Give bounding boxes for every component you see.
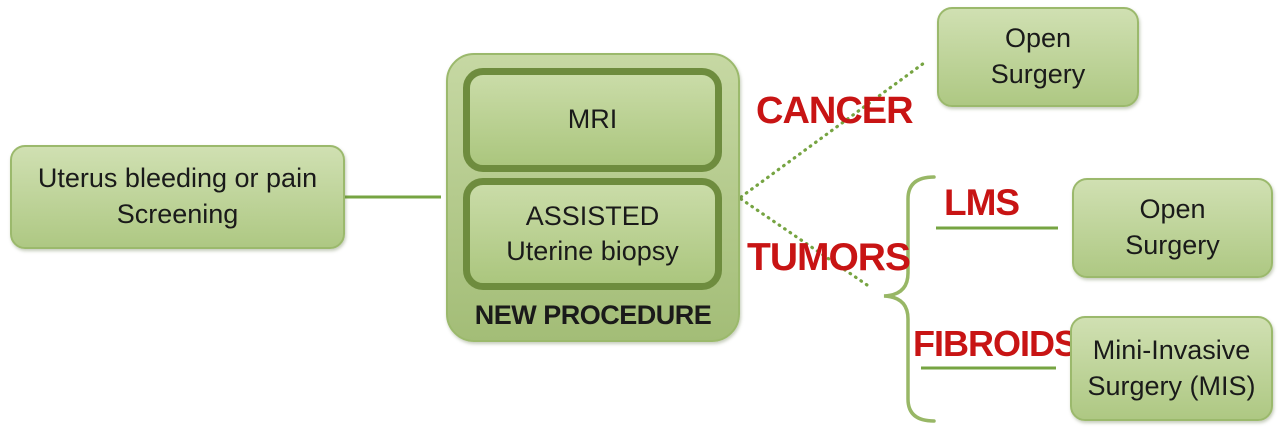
branch-label-lms: LMS: [944, 182, 1020, 223]
node-mini-invasive-surgery: Mini-Invasive Surgery (MIS): [1070, 316, 1273, 421]
node-assisted-uterine-biopsy: ASSISTED Uterine biopsy: [463, 178, 722, 290]
node-open-surgery-cancer: Open Surgery: [937, 7, 1139, 107]
branch-label-tumors: TUMORS: [747, 236, 911, 279]
node-open-surgery-lms: Open Surgery: [1072, 178, 1273, 278]
node-screening-line1: Uterus bleeding or pain: [37, 163, 318, 194]
node-open-surgery-lms-line2: Surgery: [1125, 230, 1220, 260]
node-screening: Uterus bleeding or pain Screening: [10, 145, 345, 249]
node-new-procedure-group: MRI ASSISTED Uterine biopsy NEW PROCEDUR…: [446, 53, 740, 342]
node-mri-label: MRI: [567, 104, 618, 135]
tumors-bracket: [883, 175, 936, 423]
node-open-surgery-lms-line1: Open: [1139, 194, 1206, 225]
node-open-surgery-cancer-line2: Surgery: [990, 59, 1086, 89]
node-biopsy-line2: Uterine biopsy: [506, 236, 679, 266]
node-mis-line2: Surgery (MIS): [1087, 370, 1256, 401]
node-mri: MRI: [463, 68, 722, 172]
branch-label-cancer: CANCER: [756, 90, 914, 132]
branch-label-fibroids: FIBROIDS: [913, 323, 1078, 364]
node-open-surgery-cancer-line1: Open: [1004, 23, 1072, 54]
node-mis-line1: Mini-Invasive: [1092, 334, 1251, 365]
node-biopsy-line1: ASSISTED: [525, 200, 660, 231]
node-screening-line2: Screening: [116, 199, 239, 229]
new-procedure-caption: NEW PROCEDURE: [474, 300, 712, 330]
